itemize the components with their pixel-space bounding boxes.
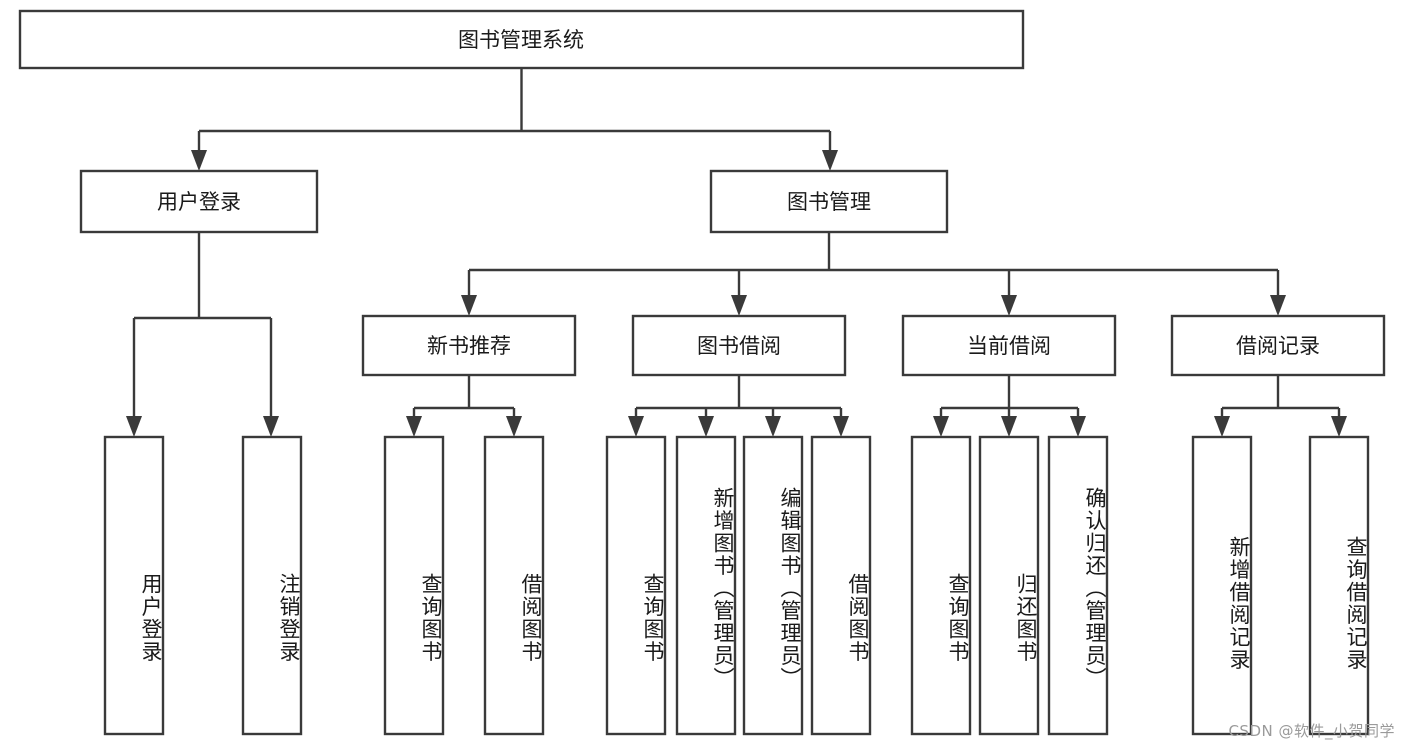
leaf-box-bb-edit: [742, 435, 804, 736]
leaf-box-cb-confirm: [1047, 435, 1109, 736]
leaf-boxes: [103, 435, 1370, 736]
leaf-box-bb-query: [605, 435, 667, 736]
node-borrow-record-label: 借阅记录: [1236, 334, 1320, 358]
node-user-login[interactable]: 用户登录: [79, 169, 319, 234]
node-root-label: 图书管理系统: [458, 28, 584, 52]
connector-bookborrow-to-leaves: [628, 375, 849, 437]
connector-root-to-level2: [191, 68, 838, 171]
connector-borrowrecord-to-leaves: [1214, 375, 1347, 437]
node-new-book-recommend-label: 新书推荐: [427, 334, 511, 358]
node-book-borrow[interactable]: 图书借阅: [631, 314, 847, 377]
leaf-box-br-add: [1191, 435, 1253, 736]
leaf-box-user-login: [103, 435, 165, 736]
leaf-box-br-query: [1308, 435, 1370, 736]
leaf-box-nb-query: [383, 435, 445, 736]
node-book-manage[interactable]: 图书管理: [709, 169, 949, 234]
node-book-borrow-label: 图书借阅: [697, 334, 781, 358]
csdn-watermark: CSDN @软件_小贺同学: [1228, 722, 1395, 740]
connector-currentborrow-to-leaves: [933, 375, 1086, 437]
node-user-login-label: 用户登录: [157, 190, 241, 214]
leaf-box-logout: [241, 435, 303, 736]
leaf-box-cb-query: [910, 435, 972, 736]
node-new-book-recommend[interactable]: 新书推荐: [361, 314, 577, 377]
node-current-borrow-label: 当前借阅: [967, 334, 1051, 358]
node-current-borrow[interactable]: 当前借阅: [901, 314, 1117, 377]
connector-bookmanage-to-level3: [461, 232, 1286, 316]
node-root[interactable]: 图书管理系统: [18, 9, 1025, 70]
node-borrow-record[interactable]: 借阅记录: [1170, 314, 1386, 377]
leaf-box-nb-borrow: [483, 435, 545, 736]
node-book-manage-label: 图书管理: [787, 190, 871, 214]
leaf-box-bb-borrow: [810, 435, 872, 736]
connector-userlogin-to-leaves: [126, 232, 279, 437]
connector-newbook-to-leaves: [406, 375, 522, 437]
leaf-box-cb-return: [978, 435, 1040, 736]
leaf-box-bb-add: [675, 435, 737, 736]
